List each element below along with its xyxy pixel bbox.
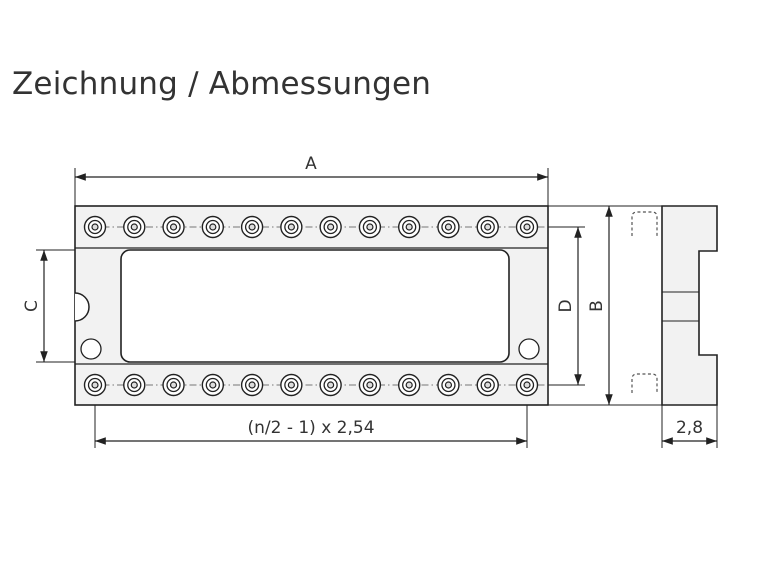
pin-contact [397,215,421,239]
pin-contact [240,373,264,397]
socket-top-view [74,205,549,406]
dimension-a-label: A [305,154,317,174]
pin-contact [476,373,499,397]
orientation-notch [74,292,90,322]
dimension-pitch: (n/2 - 1) x 2,54 [94,405,528,448]
pin-contact [515,215,539,239]
pin-contact [515,373,539,397]
dimension-d: D [548,226,585,386]
dimension-c: C [22,249,75,363]
pin-contact [83,373,107,397]
pin-contact [123,373,146,397]
dimension-side-width-label: 2,8 [676,418,703,438]
dimension-a: A [74,154,549,206]
side-profile [661,205,718,406]
dimension-d-label: D [556,299,576,312]
pin-contact [123,215,146,239]
pin-contact [476,215,499,239]
page-title: Zeichnung / Abmessungen [12,66,432,102]
mounting-hole [80,338,102,360]
dimension-b-label: B [587,300,607,312]
pin-contact [240,215,264,239]
pin-contact [201,373,225,397]
pin-row-bottom [83,373,539,397]
pin-contact [201,215,225,239]
dimension-side-width: 2,8 [661,405,718,448]
pin-contact-hidden [631,211,658,236]
pin-contact [319,373,342,397]
pin-contact [437,373,460,397]
dimension-c-label: C [22,300,42,312]
pin-contact [83,215,107,239]
dimension-b: B [548,205,662,406]
pin-contact [397,373,421,397]
pin-contact [162,373,185,397]
pin-contact [280,215,303,239]
mounting-hole [518,338,540,360]
pin-contact [358,215,382,239]
pin-row-top [83,215,539,239]
pin-contact-hidden [631,373,658,393]
socket-side-view [631,205,718,406]
pin-contact [358,373,382,397]
pin-contact [162,215,185,239]
pin-contact [437,215,460,239]
pin-contact [280,373,303,397]
socket-window [120,249,510,363]
pin-contact [319,215,342,239]
dimension-pitch-label: (n/2 - 1) x 2,54 [247,418,374,438]
